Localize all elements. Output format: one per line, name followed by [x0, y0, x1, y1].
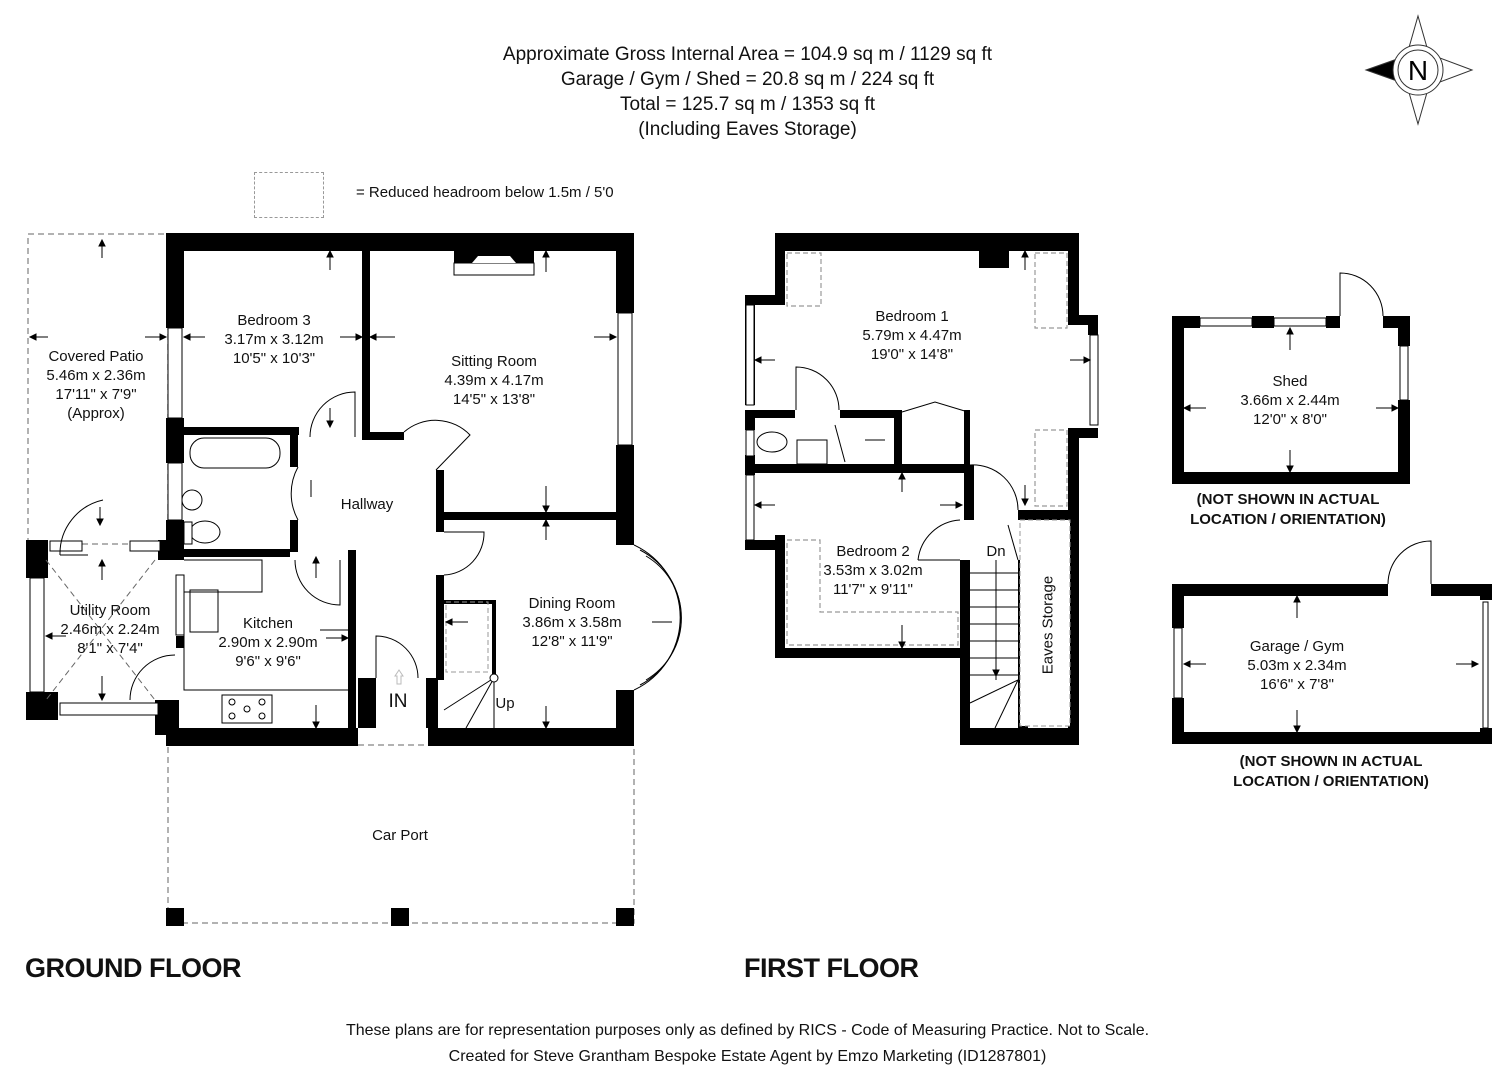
room-bedroom-2: Bedroom 2 3.53m x 3.02m 11'7" x 9'11"	[823, 542, 922, 599]
room-imperial: 9'6" x 9'6"	[235, 653, 301, 670]
note-line: (NOT SHOWN IN ACTUAL	[1239, 753, 1423, 770]
room-imperial: 12'0" x 8'0"	[1253, 411, 1327, 428]
room-name: Shed	[1272, 373, 1308, 390]
room-bedroom-3: Bedroom 3 3.17m x 3.12m 10'5" x 10'3"	[224, 311, 323, 368]
reduced-headroom-legend-label: = Reduced headroom below 1.5m / 5'0	[356, 184, 614, 201]
room-name: Car Port	[372, 827, 428, 844]
disclaimer: These plans are for representation purpo…	[345, 1022, 1150, 1039]
room-name: Hallway	[340, 496, 394, 513]
room-garage-gym: Garage / Gym 5.03m x 2.34m 16'6" x 7'8"	[1247, 637, 1346, 694]
outbuildings-area: Garage / Gym / Shed = 20.8 sq m / 224 sq…	[560, 69, 935, 90]
room-metric: 3.17m x 3.12m	[224, 331, 324, 348]
reduced-headroom-legend-icon	[254, 172, 324, 218]
room-metric: 3.53m x 3.02m	[823, 562, 923, 579]
room-imperial: 12'8" x 11'9"	[531, 633, 613, 650]
room-name: Garage / Gym	[1249, 638, 1345, 655]
room-imperial: 17'11" x 7'9"	[55, 386, 137, 403]
room-metric: 3.66m x 2.44m	[1240, 392, 1340, 409]
room-imperial: 8'1" x 7'4"	[77, 640, 143, 657]
room-metric: 2.90m x 2.90m	[218, 634, 318, 651]
room-imperial: 16'6" x 7'8"	[1260, 676, 1334, 693]
room-metric: 3.86m x 3.58m	[522, 614, 622, 631]
room-imperial: 10'5" x 10'3"	[232, 350, 316, 367]
stairs-down-label: Dn	[986, 543, 1006, 560]
room-metric: 5.03m x 2.34m	[1247, 657, 1347, 674]
room-name: Dining Room	[528, 595, 616, 612]
room-hallway: Hallway	[341, 495, 394, 514]
room-metric: 2.46m x 2.24m	[60, 621, 160, 638]
first-floor-title: FIRST FLOOR	[744, 953, 919, 983]
room-name: Kitchen	[242, 615, 294, 632]
room-imperial: 19'0" x 14'8"	[870, 346, 954, 363]
room-imperial: 14'5" x 13'8"	[452, 391, 536, 408]
room-car-port: Car Port	[372, 826, 428, 845]
room-sitting-room: Sitting Room 4.39m x 4.17m 14'5" x 13'8"	[444, 352, 543, 409]
room-shed: Shed 3.66m x 2.44m 12'0" x 8'0"	[1240, 372, 1339, 429]
note-line: LOCATION / ORIENTATION)	[1190, 511, 1386, 528]
room-imperial: 11'7" x 9'11"	[832, 581, 914, 598]
room-name: Utility Room	[69, 602, 151, 619]
room-metric: 4.39m x 4.17m	[444, 372, 544, 389]
room-name: Bedroom 1	[875, 308, 949, 325]
room-dining-room: Dining Room 3.86m x 3.58m 12'8" x 11'9"	[522, 594, 621, 651]
room-eaves-storage: Eaves Storage	[1039, 575, 1057, 675]
room-note: (Approx)	[67, 405, 125, 422]
stairs-up-label: Up	[495, 695, 515, 712]
room-kitchen: Kitchen 2.90m x 2.90m 9'6" x 9'6"	[218, 614, 317, 671]
room-bedroom-1: Bedroom 1 5.79m x 4.47m 19'0" x 14'8"	[862, 307, 961, 364]
room-name: Covered Patio	[48, 348, 144, 365]
room-metric: 5.46m x 2.36m	[46, 367, 146, 384]
gross-internal-area: Approximate Gross Internal Area = 104.9 …	[502, 44, 993, 65]
entrance-label: IN	[388, 691, 408, 712]
garage-location-note: (NOT SHOWN IN ACTUAL LOCATION / ORIENTAT…	[1233, 752, 1429, 792]
ground-floor-title: GROUND FLOOR	[25, 953, 242, 983]
note-line: (NOT SHOWN IN ACTUAL	[1196, 491, 1380, 508]
room-covered-patio: Covered Patio 5.46m x 2.36m 17'11" x 7'9…	[46, 347, 145, 423]
room-name: Bedroom 3	[237, 312, 311, 329]
room-name: Sitting Room	[451, 353, 537, 370]
area-note: (Including Eaves Storage)	[638, 119, 857, 140]
note-line: LOCATION / ORIENTATION)	[1233, 773, 1429, 790]
room-metric: 5.79m x 4.47m	[862, 327, 962, 344]
shed-location-note: (NOT SHOWN IN ACTUAL LOCATION / ORIENTAT…	[1190, 490, 1386, 530]
room-name: Bedroom 2	[836, 543, 910, 560]
credit: Created for Steve Grantham Bespoke Estat…	[448, 1048, 1047, 1065]
total-area: Total = 125.7 sq m / 1353 sq ft	[619, 94, 876, 115]
room-utility-room: Utility Room 2.46m x 2.24m 8'1" x 7'4"	[60, 601, 159, 658]
